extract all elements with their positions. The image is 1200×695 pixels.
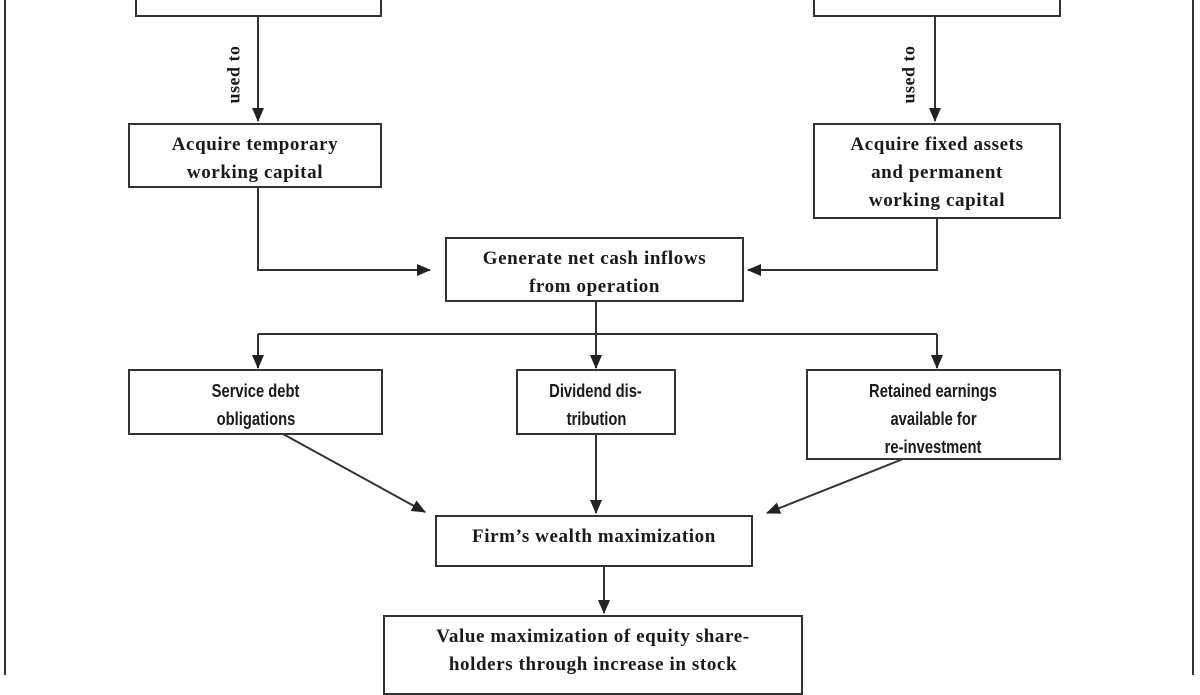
page-border-right	[1192, 0, 1194, 675]
node-acquire-fixed: Acquire fixed assets and permanent worki…	[813, 123, 1061, 219]
node-text: working capital	[186, 162, 324, 183]
node-text: tribution	[566, 409, 626, 429]
node-acquire-temporary: Acquire temporary working capital	[128, 123, 382, 188]
node-generate-cash: Generate net cash inflows from operation	[445, 237, 744, 302]
node-text: Generate net cash inflows	[482, 248, 707, 269]
node-service-debt: Service debt obligations	[128, 369, 383, 435]
node-dividend: Dividend dis- tribution	[516, 369, 676, 435]
edge-temporary-to-cash	[257, 187, 431, 276]
edge-label-used-to-left: used to	[223, 45, 244, 104]
node-text: Firm’s wealth maximization	[472, 526, 716, 547]
node-text: and permanent	[871, 162, 1003, 183]
node-text: available for	[890, 409, 977, 429]
edge-retained-to-wealth	[766, 458, 904, 514]
node-text: Value maximization of equity share-	[436, 626, 750, 647]
node-retained-earnings: Retained earnings available for re-inves…	[806, 369, 1061, 460]
node-text: obligations	[216, 409, 295, 429]
node-text: holders through increase in stock	[448, 654, 738, 675]
connector-layer	[252, 17, 943, 614]
node-text: Service debt	[211, 381, 300, 401]
node-text: Acquire fixed assets	[850, 134, 1024, 155]
node-text: from operation	[529, 276, 660, 297]
node-value-maximization: Value maximization of equity share- hold…	[383, 615, 803, 695]
node-wealth-maximization: Firm’s wealth maximization	[435, 515, 753, 567]
page-border-left	[4, 0, 6, 675]
edge-label-used-to-right: used to	[898, 45, 919, 104]
node-text: Dividend dis-	[549, 381, 643, 401]
node-text: Retained earnings	[869, 381, 998, 401]
edge-fixed-to-cash	[747, 218, 938, 276]
node-top-right	[813, 0, 1061, 17]
node-top-left	[135, 0, 382, 17]
node-text: re-investment	[885, 437, 982, 457]
node-text: working capital	[868, 190, 1006, 211]
edge-service-to-wealth	[282, 433, 426, 513]
node-text: Acquire temporary	[171, 134, 339, 155]
